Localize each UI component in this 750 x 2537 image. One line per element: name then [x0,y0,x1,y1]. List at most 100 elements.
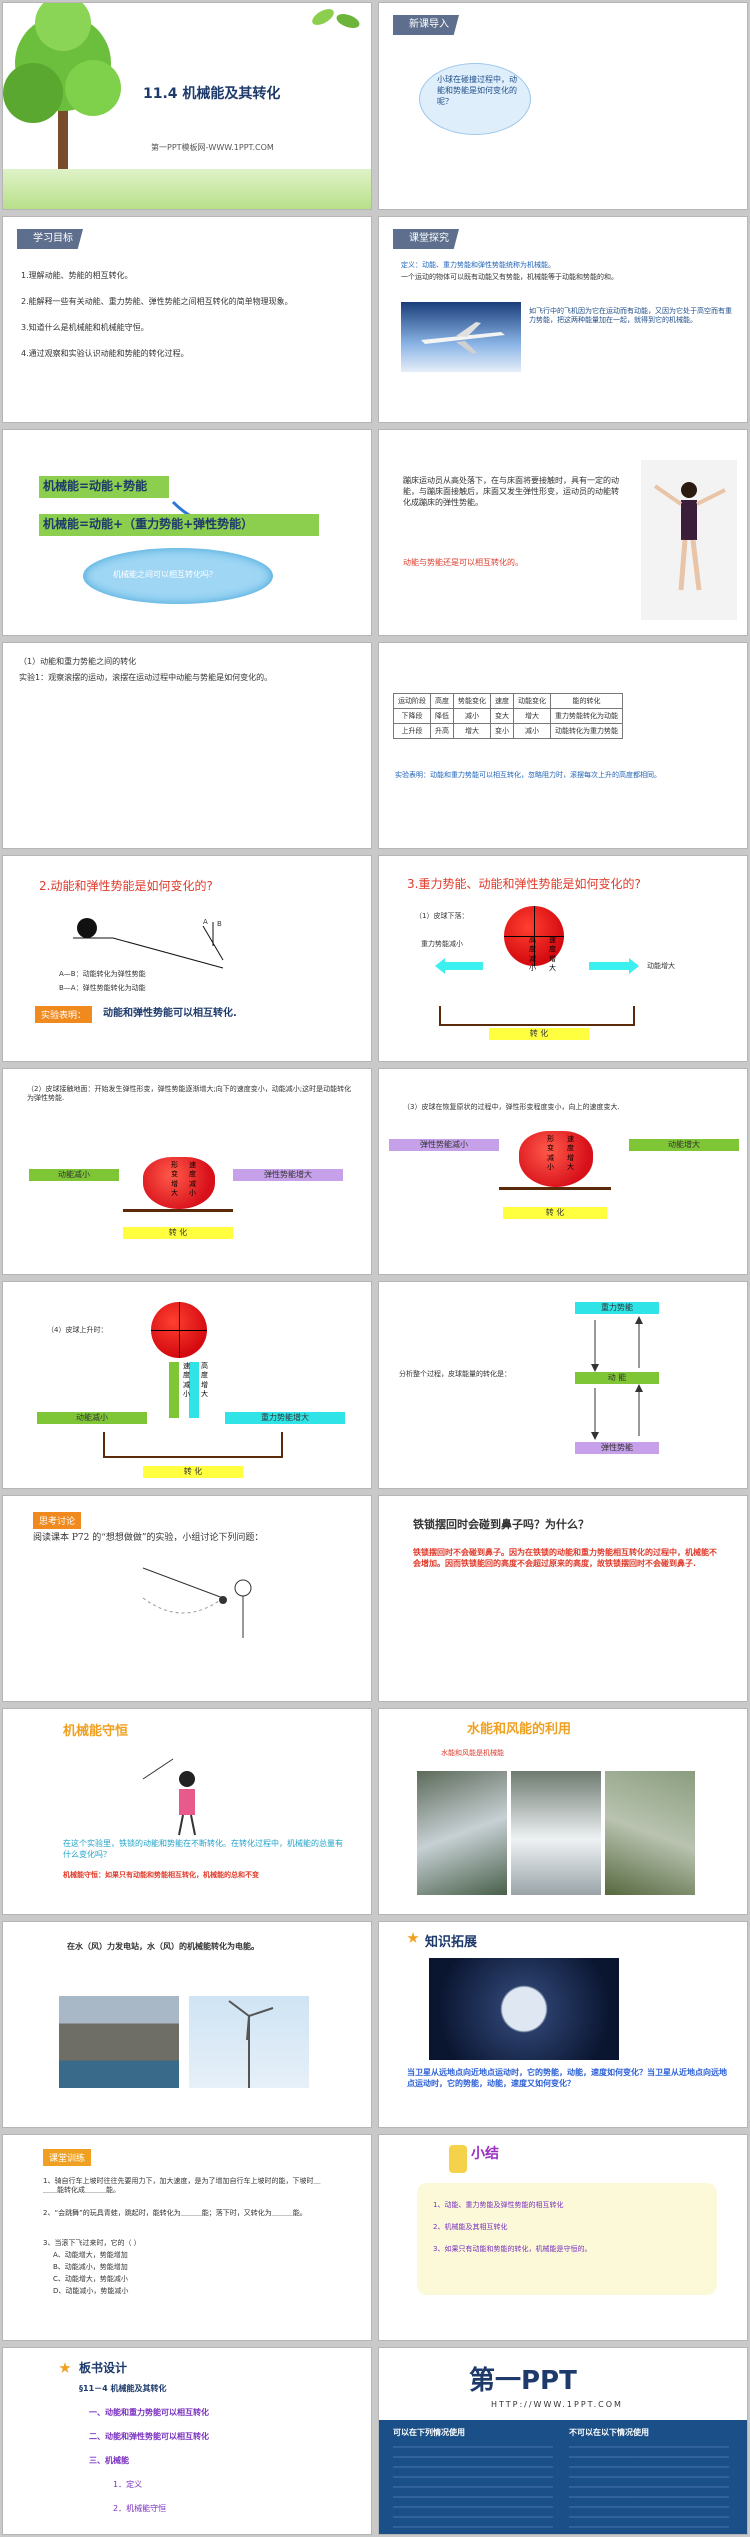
left-bar [37,1412,147,1424]
tree-illustration [3,3,121,183]
label-a: A [203,918,208,926]
tag-discuss: 思考讨论 [33,1512,82,1529]
top-bar [575,1302,659,1314]
slide-title[interactable]: 11.4 机械能及其转化 第一PPT模板网-WWW.1PPT.COM [2,2,372,210]
leaves-decoration [312,9,360,28]
slide-board[interactable]: 板书设计 §11－4 机械能及其转化 一、动能和重力势能可以相互转化 二、动能和… [2,2347,372,2535]
slide-power-station[interactable]: 在水（风）力发电站，水（风）的机械能转化为电能。 [2,1921,372,2128]
option-c[interactable]: C、动能增大，势能减小 [53,2275,128,2283]
slide-heading: 知识拓展 [425,1935,478,1950]
formula-1: 机械能=动能+势能 [43,479,148,493]
slide-cycle[interactable]: 分析整个过程，皮球能量的转化是： 重力势能 动 能 弹性势能 [378,1281,748,1489]
formula-box [39,476,169,498]
left-heading: 可以在下列情况使用 [393,2428,465,2437]
bracket [103,1432,105,1456]
v-label: 速度减小 [189,1161,196,1198]
question: 铁锁摆回时会碰到鼻子吗？为什么？ [413,1518,589,1531]
slide-experiment[interactable]: （1）动能和重力势能之间的转化 实验1：观察滚摆的运动，滚摆在运动过程中动能与势… [2,642,372,849]
question-3: 3、当滚下飞过来时，它的（ ） [43,2239,141,2247]
slide-intro[interactable]: 新课导入 小球在碰撞过程中，动能和势能是如何变化的呢？ [378,2,748,210]
v-label: 高度增大 [201,1362,208,1399]
experiment-text: 实验1：观察滚摆的运动，滚摆在运动过程中动能与势能是如何变化的。 [19,673,273,682]
bracket [103,1456,283,1458]
conversion-line: B—A：弹性势能转化为动能 [59,984,146,992]
mid-bar [575,1372,659,1384]
wind-turbine-photo [189,1996,309,2088]
arrow-shaft [443,962,483,970]
page-title: 11.4 机械能及其转化 [143,86,281,102]
slide-heading: 2.动能和弹性势能是如何变化的? [39,879,213,893]
red-text: 机械能守恒：如果只有动能和势能相互转化，机械能的总和不变 [63,1871,259,1879]
slide-trampoline[interactable]: 蹦床运动员从高处落下，在与床面将要接触时，具有一定的动能，与蹦床面接触后，床面又… [378,429,748,636]
slide-water-wind[interactable]: 水能和风能的利用 水能和风能是机械能 [378,1708,748,1915]
slide-discuss[interactable]: 思考讨论 阅读课本 P72 的“想想做做”的实验，小组讨论下列问题： [2,1495,372,1702]
conversion-label: 转 化 [168,1228,188,1237]
slide-answer[interactable]: 铁锁摆回时会碰到鼻子吗？为什么？ 铁锁摆回时不会碰到鼻子。因为在铁锁的动能和重力… [378,1495,748,1702]
slide-practice[interactable]: 课堂训练 1、骑自行车上坡时往往先要用力下，加大速度，是为了增加自行车上坡时的能… [2,2134,372,2341]
satellite-photo [429,1958,619,2060]
right-bar [225,1412,345,1424]
left-label: 动能减小 [58,1170,90,1179]
bracket [281,1432,283,1456]
definition-detail: 一个运动的物体可以既有动能又有势能，机械能等于动能和势能的和。 [401,273,618,281]
slide-conservation[interactable]: 机械能守恒 在这个实验里，铁锁的动能和势能在不断转化。在转化过程中，机械能的总量… [2,1708,372,1915]
tag-experiment: 实验表明： [35,1006,93,1023]
slide-table[interactable]: 运动阶段高度势能变化速度动能变化能的转化 下降段降低减小变大增大重力势能转化为动… [378,642,748,849]
trampoline-text: 蹦床运动员从高处落下，在与床面将要接触时，具有一定的动能，与蹦床面接触后，床面又… [403,476,619,507]
right-label: 重力势能增大 [261,1413,309,1422]
pendulum-figure [142,1567,252,1638]
star-icon [59,2362,71,2373]
answer: 铁锁摆回时不会碰到鼻子。因为在铁锁的动能和重力势能相互转化的过程中，机械能不会增… [413,1548,717,1568]
slide-contact[interactable]: （2）皮球接触地面：开始发生弹性形变，弹性势能逐渐增大;向下的速度变小，动能减小… [2,1068,372,1275]
grass-strip [3,169,371,209]
girl-pendulum-figure [142,1758,196,1836]
board-line: 二、动能和弹性势能可以相互转化 [89,2432,209,2441]
v-label: 速度减小 [183,1362,190,1399]
subtitle: 第一PPT模板网-WWW.1PPT.COM [151,143,274,152]
link-list [569,2446,729,2528]
slide-extension[interactable]: 知识拓展 当卫星从远地点向近地点运动时，它的势能，动能，速度如何变化？当卫星从近… [378,1921,748,2128]
sub-heading: 水能和风能是机械能 [441,1749,504,1757]
dam-photo [59,1996,179,2088]
slide-rise[interactable]: （4）皮球上升时： 速度减小 高度增大 动能减小 重力势能增大 转 化 [2,1281,372,1489]
arrow-right-icon [629,958,639,974]
summary-item: 3、如果只有动能和势能的转化，机械能是守恒的。 [433,2245,592,2253]
cloud-shape [83,548,273,604]
slide-elastic[interactable]: 2.动能和弹性势能是如何变化的? A B A—B：动能转化为弹性势能 B—A：弹… [2,855,372,1062]
right-bar [233,1169,343,1181]
conversion-line: A—B：动能转化为弹性势能 [59,970,146,978]
option-d[interactable]: D、动能减小，势能减小 [53,2287,129,2295]
analysis-text: 分析整个过程，皮球能量的转化是： [399,1370,511,1378]
arrow-left-icon [435,958,445,974]
blue-text: 在这个实验里，铁锁的动能和势能在不断转化。在转化过程中，机械能的总量有什么变化吗… [63,1839,343,1859]
slide-formula[interactable]: 机械能=动能+势能 机械能=动能+（重力势能+弹性势能） 机械能之间可以相互转化… [2,429,372,636]
slide-brand[interactable]: 第一PPT HTTP://WWW.1PPT.COM 可以在下列情况使用 不可以在… [378,2347,748,2535]
arrow-shaft [589,962,629,970]
slide-fall[interactable]: 3.重力势能、动能和弹性势能是如何变化的? （1）皮球下落： 重力势能减小 高度… [378,855,748,1062]
option-b[interactable]: B、动能减小，势能增加 [53,2263,128,2271]
airplane-text: 如飞行中的飞机因为它在运动而有动能，又因为它处于高空而有重力势能，把这两种能量加… [529,307,732,325]
slide-summary[interactable]: 小结 1、动能、重力势能及弹性势能的相互转化 2、机械能及其相互转化 3、如果只… [378,2134,748,2341]
left-bar [29,1169,119,1181]
option-a[interactable]: A、动能增大，势能增加 [53,2251,128,2259]
conversion-bar [143,1466,243,1478]
board-line: §11－4 机械能及其转化 [79,2384,167,2393]
table-row: 上升段升高增大变小减小动能转化为重力势能 [393,723,623,739]
wind-trees-photo [605,1771,695,1895]
bottom-label: 弹性势能 [601,1443,633,1452]
step-label: （1）皮球下落： [415,912,469,920]
station-text: 在水（风）力发电站，水（风）的机械能转化为电能。 [67,1942,259,1951]
conversion-label: 转 化 [545,1208,565,1217]
ground-line [499,1187,611,1190]
slide-restore[interactable]: （3）皮球在恢复原状的过程中，弹性形变程度变小，向上的速度变大. 弹性势能减小 … [378,1068,748,1275]
right-label: 弹性势能增大 [264,1170,312,1179]
formula-box [39,514,319,536]
extension-question: 当卫星从远地点向近地点运动时，它的势能，动能，速度如何变化？当卫星从近地点向远地… [407,2068,727,2088]
ball-icon [504,906,564,966]
slide-goals[interactable]: 学习目标 1.理解动能、势能的相互转化。 2.能解释一些有关动能、重力势能、弹性… [2,216,372,423]
conversion-label: 转 化 [183,1467,203,1476]
trampoline-conclusion: 动能与势能还是可以相互转化的。 [403,558,523,567]
thought-bubble [419,63,531,135]
brand-url[interactable]: HTTP://WWW.1PPT.COM [491,2400,623,2409]
slide-explore[interactable]: 课堂探究 定义：动能、重力势能和弹性势能统称为机械能。 一个运动的物体可以既有动… [378,216,748,423]
